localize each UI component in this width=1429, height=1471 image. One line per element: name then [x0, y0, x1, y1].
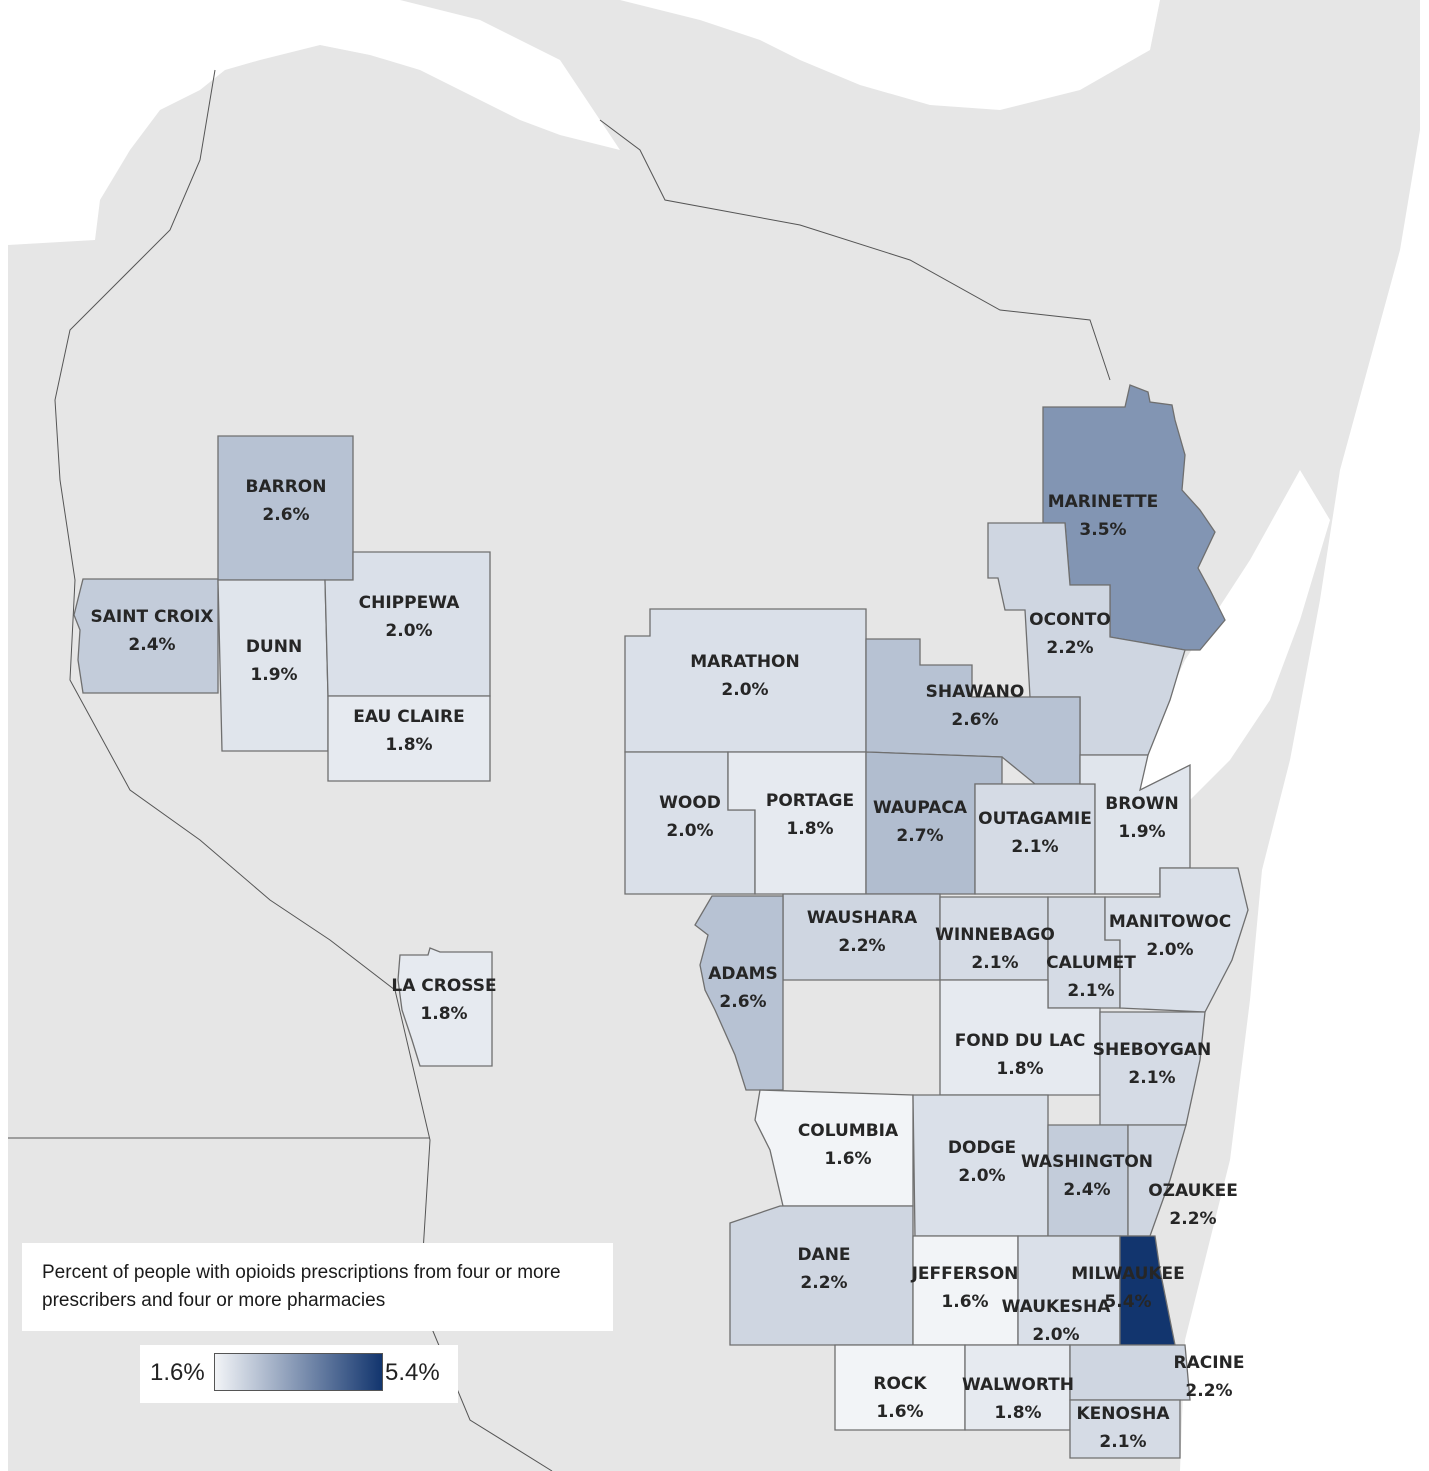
state-border-upper [599, 119, 1111, 381]
legend-panel: Percent of people with opioids prescript… [22, 1243, 613, 1331]
county-value-marathon: 2.0% [721, 680, 768, 700]
county-value-eau-claire: 1.8% [385, 735, 432, 755]
county-name-marinette: MARINETTE [1048, 492, 1159, 512]
county-name-wood: WOOD [659, 793, 721, 813]
county-name-waushara: WAUSHARA [807, 908, 918, 928]
county-value-marinette: 3.5% [1079, 520, 1126, 540]
lake-superior-north [620, 0, 1160, 110]
county-ozaukee[interactable] [1127, 1124, 1187, 1237]
county-name-fond-du-lac: FOND DU LAC [955, 1031, 1086, 1051]
county-name-waupaca: WAUPACA [873, 798, 968, 818]
county-name-chippewa: CHIPPEWA [359, 593, 461, 613]
county-name-sheboygan: SHEBOYGAN [1093, 1040, 1212, 1060]
state-border-line [54, 69, 553, 1471]
county-columbia[interactable] [754, 1089, 914, 1207]
county-value-dane: 2.2% [800, 1273, 847, 1293]
county-name-jefferson: JEFFERSON [911, 1264, 1019, 1284]
county-la-crosse[interactable] [397, 947, 493, 1067]
county-value-shawano: 2.6% [951, 710, 998, 730]
lake-michigan [1180, 130, 1420, 1471]
county-value-dunn: 1.9% [250, 665, 297, 685]
labels-layer: BARRON 2.6% SAINT CROIX 2.4% DUNN 1.9% CHIPPEW… [91, 477, 1245, 1452]
county-name-brown: BROWN [1105, 794, 1178, 814]
county-value-winnebago: 2.1% [971, 953, 1018, 973]
county-name-rock: ROCK [873, 1374, 927, 1394]
county-name-la-crosse: LA CROSSE [391, 976, 496, 996]
county-value-manitowoc: 2.0% [1146, 940, 1193, 960]
county-name-dane: DANE [797, 1245, 850, 1265]
county-name-milwaukee: MILWAUKEE [1071, 1264, 1185, 1284]
county-value-brown: 1.9% [1118, 822, 1165, 842]
county-value-sheboygan: 2.1% [1128, 1068, 1175, 1088]
county-name-racine: RACINE [1174, 1353, 1245, 1373]
county-value-waukesha: 2.0% [1032, 1325, 1079, 1345]
county-value-fond-du-lac: 1.8% [996, 1059, 1043, 1079]
county-name-calumet: CALUMET [1046, 953, 1136, 973]
county-name-shawano: SHAWANO [926, 682, 1025, 702]
county-value-oconto: 2.2% [1046, 638, 1093, 658]
county-name-oconto: OCONTO [1029, 610, 1111, 630]
county-value-columbia: 1.6% [824, 1149, 871, 1169]
counties-layer [73, 384, 1249, 1459]
county-value-saint-croix: 2.4% [128, 635, 175, 655]
county-value-racine: 2.2% [1185, 1381, 1232, 1401]
county-value-ozaukee: 2.2% [1169, 1209, 1216, 1229]
color-scale: 1.6% 5.4% [140, 1345, 458, 1403]
county-name-marathon: MARATHON [690, 652, 800, 672]
county-name-walworth: WALWORTH [962, 1375, 1074, 1395]
county-value-wood: 2.0% [666, 821, 713, 841]
county-value-la-crosse: 1.8% [420, 1004, 467, 1024]
county-value-barron: 2.6% [262, 505, 309, 525]
county-value-walworth: 1.8% [994, 1403, 1041, 1423]
county-value-rock: 1.6% [876, 1402, 923, 1422]
county-value-jefferson: 1.6% [941, 1292, 988, 1312]
county-value-chippewa: 2.0% [385, 621, 432, 641]
county-name-dunn: DUNN [246, 637, 302, 657]
county-manitowoc[interactable] [1104, 867, 1249, 1013]
legend-title: Percent of people with opioids prescript… [42, 1262, 561, 1311]
county-value-waupaca: 2.7% [896, 826, 943, 846]
county-value-milwaukee: 5.4% [1104, 1292, 1151, 1312]
scale-max-label: 5.4% [385, 1359, 440, 1386]
county-name-eau-claire: EAU CLAIRE [353, 707, 464, 727]
county-name-portage: PORTAGE [766, 791, 854, 811]
county-value-dodge: 2.0% [958, 1166, 1005, 1186]
scale-min-label: 1.6% [150, 1359, 205, 1386]
county-adams[interactable] [694, 895, 784, 1091]
county-value-washington: 2.4% [1063, 1180, 1110, 1200]
county-value-calumet: 2.1% [1067, 981, 1114, 1001]
county-eau-claire[interactable] [327, 695, 491, 782]
county-value-waushara: 2.2% [838, 936, 885, 956]
county-value-adams: 2.6% [719, 992, 766, 1012]
county-sheboygan[interactable] [1099, 1011, 1206, 1126]
county-name-columbia: COLUMBIA [798, 1121, 899, 1141]
county-kenosha[interactable] [1069, 1399, 1181, 1459]
county-name-dodge: DODGE [948, 1138, 1016, 1158]
county-name-barron: BARRON [246, 477, 327, 497]
county-value-portage: 1.8% [786, 819, 833, 839]
county-name-saint-croix: SAINT CROIX [91, 607, 214, 627]
county-racine[interactable] [1069, 1344, 1191, 1401]
county-value-outagamie: 2.1% [1011, 837, 1058, 857]
county-value-kenosha: 2.1% [1099, 1432, 1146, 1452]
county-name-washington: WASHINGTON [1021, 1152, 1153, 1172]
county-name-manitowoc: MANITOWOC [1109, 912, 1231, 932]
lake-superior [8, 0, 620, 245]
scale-gradient-bar [214, 1353, 383, 1391]
county-name-outagamie: OUTAGAMIE [978, 809, 1092, 829]
green-bay [1120, 470, 1330, 830]
county-name-ozaukee: OZAUKEE [1148, 1181, 1238, 1201]
county-name-winnebago: WINNEBAGO [935, 925, 1055, 945]
county-name-waukesha: WAUKESHA [1002, 1297, 1112, 1317]
county-name-kenosha: KENOSHA [1076, 1404, 1170, 1424]
county-jefferson[interactable] [912, 1235, 1019, 1346]
county-name-adams: ADAMS [708, 964, 778, 984]
